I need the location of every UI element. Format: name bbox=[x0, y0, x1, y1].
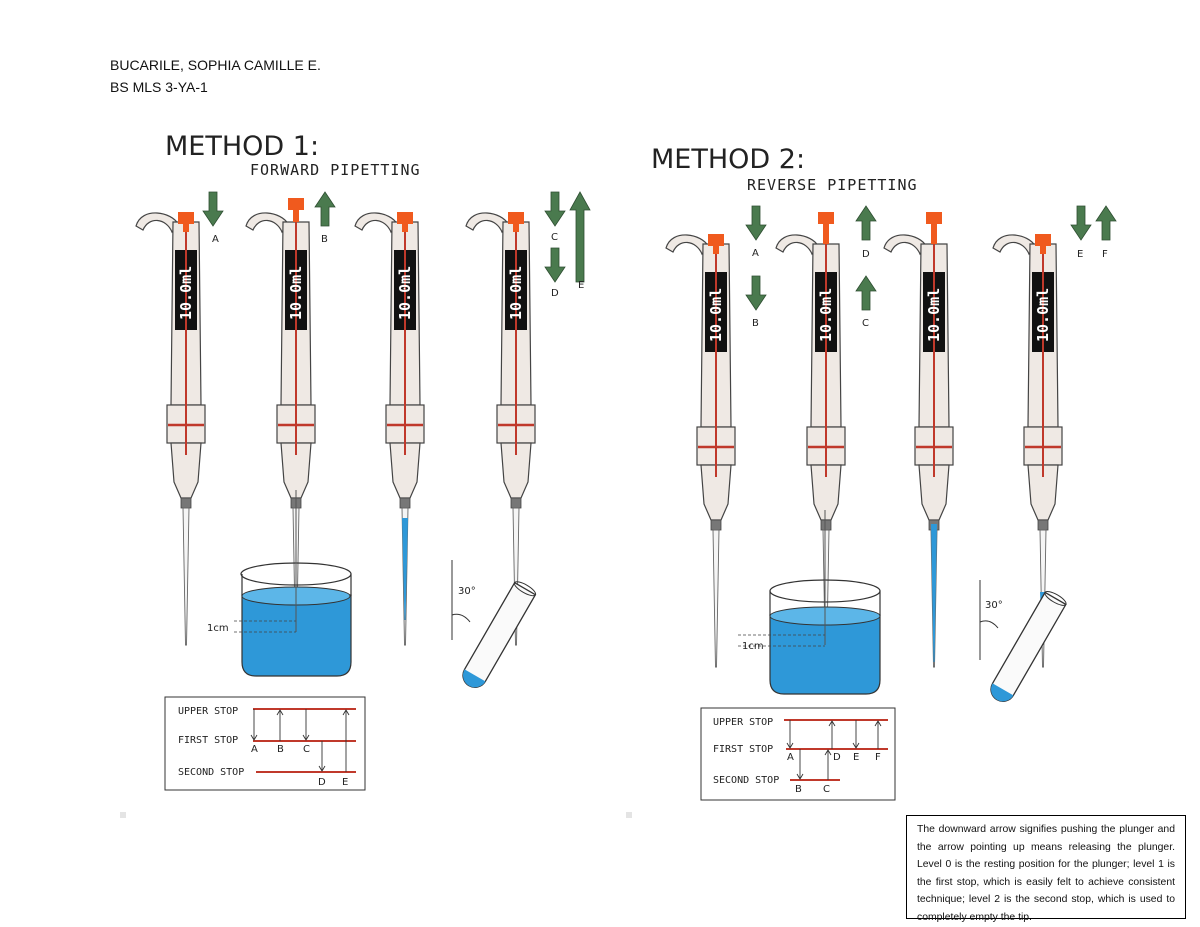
method2-test-tube: 30° bbox=[979, 580, 1067, 702]
arrow-label: C bbox=[862, 318, 869, 329]
depth-label: 1cm bbox=[742, 641, 764, 652]
depth-label: 1cm bbox=[207, 623, 229, 634]
method2-subtitle: REVERSE PIPETTING bbox=[747, 176, 918, 194]
up-arrow-icon bbox=[855, 205, 877, 241]
method2-title: METHOD 2: bbox=[651, 144, 805, 175]
stop-letter: B bbox=[795, 784, 802, 795]
arrow-label: D bbox=[862, 249, 870, 260]
upper-stop-label: UPPER STOP bbox=[178, 706, 238, 717]
arrow-label: E bbox=[578, 280, 584, 291]
method2-pipette-c: 10.0ml bbox=[882, 212, 955, 669]
method1-pipette-d: 10.0ml bbox=[464, 211, 537, 647]
first-stop-label: FIRST STOP bbox=[178, 735, 238, 746]
angle-label: 30° bbox=[985, 600, 1003, 611]
volume-label: 10.0ml bbox=[177, 266, 195, 320]
volume-label: 10.0ml bbox=[396, 266, 414, 320]
method1-title: METHOD 1: bbox=[165, 131, 319, 162]
arrow-label: F bbox=[1102, 249, 1108, 260]
first-stop-label: FIRST STOP bbox=[713, 744, 773, 755]
arrow-label: A bbox=[752, 248, 759, 259]
angle-label: 30° bbox=[458, 586, 476, 597]
arrow-label: B bbox=[752, 318, 759, 329]
volume-label: 10.0ml bbox=[287, 266, 305, 320]
upper-stop-label: UPPER STOP bbox=[713, 717, 773, 728]
student-name: BUCARILE, SOPHIA CAMILLE E. bbox=[110, 57, 321, 73]
down-arrow-icon bbox=[745, 275, 767, 311]
stop-letter: C bbox=[823, 784, 830, 795]
down-arrow-icon bbox=[544, 247, 566, 283]
stop-letter: E bbox=[853, 752, 859, 763]
second-stop-label: SECOND STOP bbox=[178, 767, 244, 778]
stop-letter: E bbox=[342, 777, 348, 788]
up-arrow-icon bbox=[1095, 205, 1117, 241]
arrow-label: D bbox=[551, 288, 559, 299]
stop-letter: D bbox=[833, 752, 841, 763]
method2-pipette-b: 10.0ml bbox=[774, 212, 847, 669]
arrow-label: E bbox=[1077, 249, 1083, 260]
method1-subtitle: FORWARD PIPETTING bbox=[250, 161, 421, 179]
down-arrow-icon bbox=[745, 205, 767, 241]
up-arrow-icon bbox=[569, 191, 591, 283]
stop-letter: D bbox=[318, 777, 326, 788]
up-arrow-icon bbox=[855, 275, 877, 311]
arrow-label: A bbox=[212, 234, 219, 245]
arrow-label: C bbox=[551, 232, 558, 243]
stop-letter: F bbox=[875, 752, 881, 763]
volume-label: 10.0ml bbox=[707, 288, 725, 342]
stop-letter: C bbox=[303, 744, 310, 755]
down-arrow-icon bbox=[1070, 205, 1092, 241]
method2-stop-diagram: UPPER STOP FIRST STOP SECOND STOP A B C … bbox=[700, 707, 896, 801]
down-arrow-icon bbox=[202, 191, 224, 227]
volume-label: 10.0ml bbox=[925, 288, 943, 342]
stop-letter: A bbox=[251, 744, 258, 755]
arrow-label: B bbox=[321, 234, 328, 245]
down-arrow-icon bbox=[544, 191, 566, 227]
volume-label: 10.0ml bbox=[507, 266, 525, 320]
method1-beaker: 1cm bbox=[207, 490, 352, 677]
method1-pipette-c: 10.0ml bbox=[353, 211, 426, 647]
stop-letter: B bbox=[277, 744, 284, 755]
method2-beaker: 1cm bbox=[738, 510, 881, 695]
method1-stop-diagram: UPPER STOP FIRST STOP SECOND STOP A B C … bbox=[164, 696, 366, 791]
up-arrow-icon bbox=[314, 191, 336, 227]
method1-test-tube: 30° bbox=[451, 560, 537, 688]
method1-pipette-a: 10.0ml bbox=[134, 211, 207, 647]
volume-label: 10.0ml bbox=[817, 288, 835, 342]
method1-pipette-b: 10.0ml bbox=[244, 198, 317, 647]
scan-mark bbox=[626, 812, 632, 818]
volume-label: 10.0ml bbox=[1034, 288, 1052, 342]
second-stop-label: SECOND STOP bbox=[713, 775, 779, 786]
stop-letter: A bbox=[787, 752, 794, 763]
method2-pipette-a: 10.0ml bbox=[664, 233, 737, 669]
explanation-note: The downward arrow signifies pushing the… bbox=[906, 815, 1186, 923]
section-label: BS MLS 3-YA-1 bbox=[110, 79, 208, 95]
scan-mark bbox=[120, 812, 126, 818]
